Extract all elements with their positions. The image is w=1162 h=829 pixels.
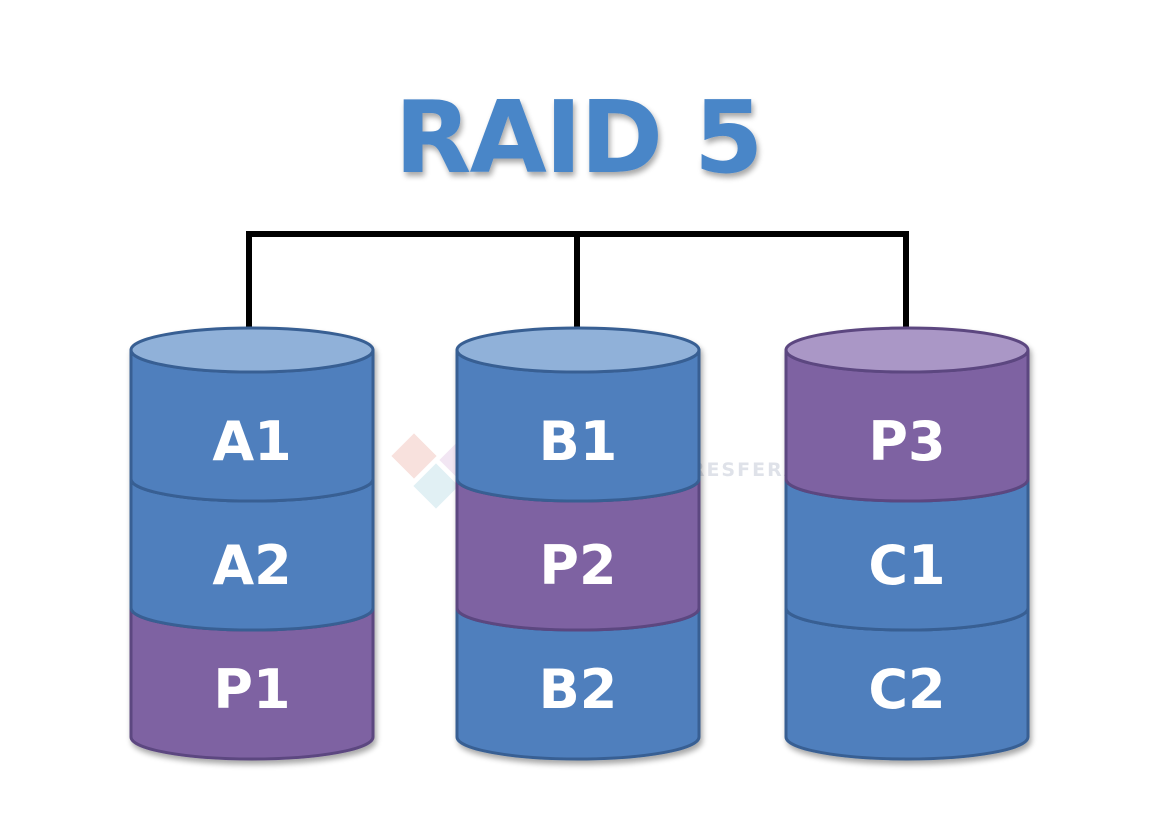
disk-1-label-a2: A2 [212, 534, 291, 597]
disk-2-label-b2: B2 [539, 658, 618, 721]
disk-2-label-b1: B1 [539, 410, 618, 473]
diagram-title: RAID 5 [394, 79, 761, 196]
disk-3-label-c1: C1 [868, 534, 945, 597]
disk-3-label-p3: P3 [868, 410, 945, 473]
disk-3-label-c2: C2 [868, 658, 945, 721]
disk-1-top [129, 326, 375, 374]
disk-2-top [455, 326, 701, 374]
array-connector [246, 231, 909, 346]
disk-2-label-p2: P2 [539, 534, 616, 597]
disk-1-label-a1: A1 [212, 410, 291, 473]
disk-1-label-p1: P1 [213, 658, 290, 721]
disk-3-top [784, 326, 1030, 374]
